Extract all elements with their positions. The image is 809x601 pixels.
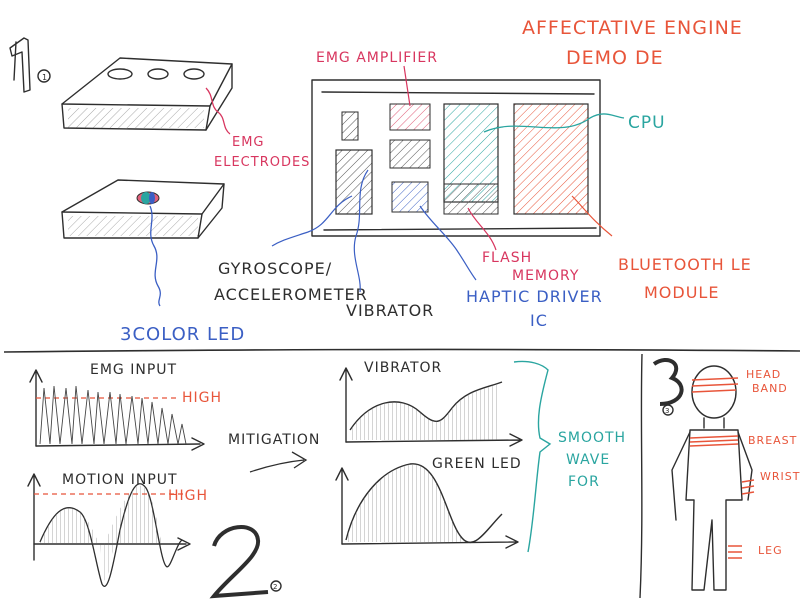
flash-memory-chip — [443, 183, 499, 215]
emg-electrodes-label-2: ELECTRODES — [214, 155, 310, 170]
human-figure-icon — [671, 365, 753, 591]
section-1-number: 1 — [42, 73, 48, 82]
section-3-body-placement: 3 HEAD BAND BREAST WRIST LEG — [652, 358, 800, 591]
mitigation-label: MITIGATION — [228, 432, 320, 448]
breast-label: BREAST — [748, 434, 797, 447]
headband-strap — [691, 377, 739, 393]
green-led-output-plot — [335, 463, 519, 549]
section-3-divider — [639, 353, 643, 599]
smooth-wave-label: SMOOTH — [558, 430, 626, 446]
emg-amplifier-label: EMG AMPLIFIER — [316, 50, 438, 66]
smooth-wave-bracket — [513, 360, 552, 553]
vibrator-hw-label: VIBRATOR — [346, 301, 434, 320]
haptic-driver-chip — [391, 181, 429, 213]
headband-label: HEAD — [746, 368, 781, 381]
haptic-driver-label-2: IC — [530, 311, 548, 330]
gyroscope-chip — [335, 149, 373, 215]
vibrator-chip — [389, 139, 431, 169]
section-1-number-mark — [9, 37, 51, 93]
section-3-number: 3 — [665, 407, 670, 415]
bluetooth-label-2: MODULE — [644, 283, 719, 302]
emg-input-plot — [29, 369, 205, 451]
main-board — [311, 79, 601, 237]
smooth-wave-label-2: WAVE — [566, 452, 610, 468]
vibrator-output-plot — [339, 367, 523, 447]
flash-memory-label: FLASH — [482, 250, 532, 266]
leg-strap — [728, 545, 742, 559]
small-chip — [341, 111, 359, 141]
section-2-signals: EMG INPUT HIGH MOTION INPUT HIGH MITIGAT… — [27, 360, 626, 599]
cpu-label: CPU — [628, 113, 666, 133]
three-color-led-label: 3COLOR LED — [120, 324, 245, 345]
section-2-number: 2 — [273, 583, 278, 591]
section-1-hardware: 1 EMG ELECTRODES 3COLOR LED — [9, 17, 752, 345]
smooth-wave-label-3: FOR — [568, 474, 600, 490]
emg-electrodes-label: EMG — [232, 135, 265, 150]
bluetooth-module — [513, 103, 589, 215]
gyroscope-label: GYROSCOPE/ — [218, 259, 332, 278]
electrode-icon — [147, 68, 169, 80]
leg-label: LEG — [758, 544, 783, 557]
flash-memory-label-2: MEMORY — [512, 268, 579, 284]
bluetooth-label: BLUETOOTH LE — [618, 255, 752, 274]
device-led-view — [61, 179, 225, 239]
headband-label-2: BAND — [752, 382, 788, 395]
mitigation-arrow — [249, 451, 308, 473]
section-3-number-mark — [652, 358, 684, 416]
electrode-icon — [183, 68, 205, 80]
title-line-2: DEMO DE — [566, 47, 664, 69]
motion-input-label: MOTION INPUT — [62, 472, 178, 488]
haptic-driver-label: HAPTIC DRIVER — [466, 287, 603, 306]
motion-input-plot — [27, 473, 191, 587]
breast-strap — [689, 435, 739, 447]
wrist-strap — [741, 479, 755, 495]
section-2-number-mark — [209, 525, 282, 599]
motion-high-label: HIGH — [168, 488, 208, 504]
emg-high-label: HIGH — [182, 390, 222, 406]
device-top-view — [61, 57, 233, 131]
section-divider — [3, 348, 801, 353]
electrode-icon — [107, 68, 133, 80]
vibrator-output-label: VIBRATOR — [364, 360, 442, 376]
emg-amplifier-chip — [389, 103, 431, 131]
accelerometer-label: ACCELEROMETER — [214, 285, 368, 304]
title-line-1: AFFECTATIVE ENGINE — [522, 17, 743, 39]
emg-input-label: EMG INPUT — [90, 362, 177, 378]
green-led-label: GREEN LED — [432, 456, 522, 472]
wrist-label: WRIST — [760, 470, 800, 483]
